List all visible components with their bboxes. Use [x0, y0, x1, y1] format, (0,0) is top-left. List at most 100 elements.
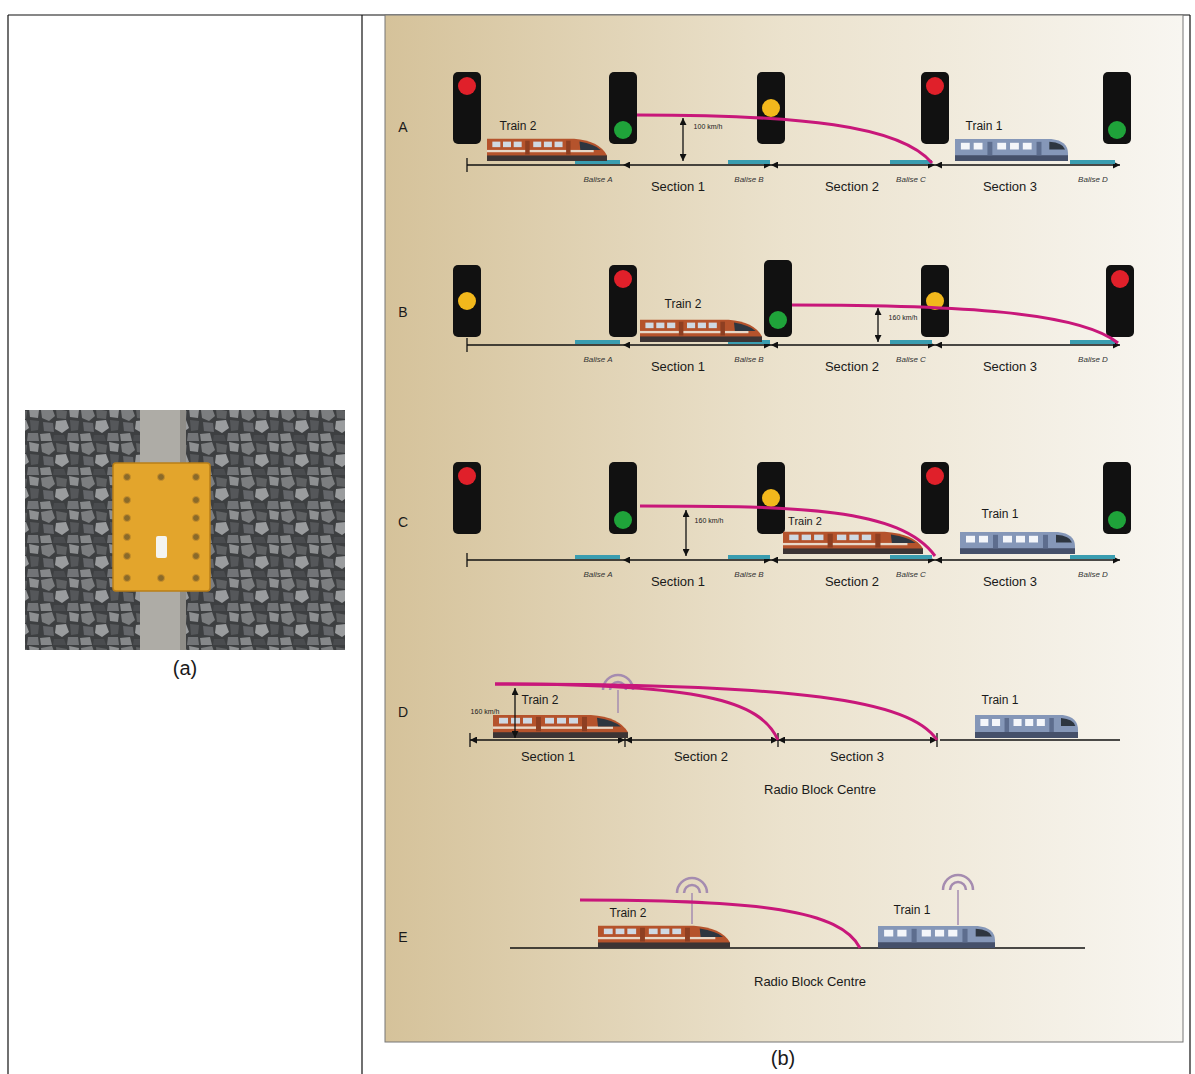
- radio-antenna: [957, 890, 959, 925]
- signals-row-b: [453, 265, 481, 337]
- signals-row-b: [614, 270, 632, 288]
- balise-label: Balise A: [583, 355, 612, 364]
- train-label: Train 1: [982, 694, 1019, 708]
- balise-photo: [124, 515, 131, 522]
- rbc-label: Radio Block Centre: [764, 783, 876, 798]
- rbc-label: Radio Block Centre: [754, 975, 866, 990]
- signals-row-a: [1108, 121, 1126, 139]
- signals-row-a: [614, 121, 632, 139]
- signals-row-b: [1111, 270, 1129, 288]
- signals-row-a: [757, 72, 785, 144]
- section-label: Section 2: [674, 750, 728, 765]
- speed-label: 160 km/h: [471, 708, 500, 716]
- section-label: Section 2: [825, 360, 879, 375]
- track-row-d: [625, 739, 778, 740]
- signals-row-a: [609, 72, 637, 144]
- section-label: Section 3: [983, 575, 1037, 590]
- row-letter: B: [398, 304, 407, 320]
- train-2: [493, 715, 628, 738]
- signals-row-c: [614, 511, 632, 529]
- balise-photo: [158, 575, 165, 582]
- radio-antenna: [950, 882, 966, 890]
- balise-photo: [193, 474, 200, 481]
- signals-row-c: [757, 462, 785, 534]
- balise-label: Balise A: [583, 570, 612, 579]
- train-1: [878, 926, 995, 948]
- balise-photo: [193, 575, 200, 582]
- track-row-b: [935, 344, 1120, 345]
- row-letter: E: [398, 929, 407, 945]
- balise-photo: [25, 410, 345, 650]
- train-label: Train 2: [665, 298, 702, 312]
- signals-row-c: [453, 462, 481, 534]
- track-row-a: [623, 164, 771, 165]
- train-label: Train 2: [500, 120, 537, 134]
- track-row-c: [623, 559, 771, 560]
- balise-photo: [124, 497, 131, 504]
- section-label: Section 2: [825, 180, 879, 195]
- balises-row-c: [575, 555, 620, 559]
- signals-row-b: [609, 265, 637, 337]
- balise-photo: [193, 497, 200, 504]
- signals-row-c: [609, 462, 637, 534]
- balise-photo: [25, 410, 345, 650]
- row-letter: D: [398, 704, 408, 720]
- balise-photo: [124, 553, 131, 560]
- balise-label: Balise D: [1078, 570, 1108, 579]
- signals-row-c: [1108, 511, 1126, 529]
- signals-row-b: [453, 260, 1134, 337]
- signals-row-c: [926, 467, 944, 485]
- subfigure-caption: (b): [771, 1047, 795, 1070]
- track-row-b: [623, 344, 771, 345]
- balises-row-b: [890, 340, 932, 344]
- track-row-b: [771, 344, 935, 345]
- signals-row-c: [458, 467, 476, 485]
- balise-photo: [124, 474, 200, 582]
- track-row-a: [935, 164, 1120, 165]
- track-row-e: [510, 947, 1085, 948]
- signals-row-c: [453, 462, 1131, 534]
- section-label: Section 1: [521, 750, 575, 765]
- balises-row-c: [1070, 555, 1115, 559]
- balise-label: Balise A: [583, 175, 612, 184]
- signals-row-b: [921, 265, 949, 337]
- radio-antenna: [691, 893, 693, 924]
- train-label: Train 1: [894, 904, 931, 918]
- radio-antenna: [677, 875, 973, 925]
- section-label: Section 1: [651, 180, 705, 195]
- track-row-b: [467, 338, 1120, 352]
- balise-label: Balise C: [896, 175, 926, 184]
- radio-antenna: [677, 878, 707, 893]
- balise-photo: [193, 553, 200, 560]
- table-frame: [7, 15, 8, 1074]
- speed-label: 100 km/h: [694, 123, 723, 131]
- train-2: [487, 139, 607, 161]
- row-letter: A: [398, 119, 407, 135]
- track-row-d: [778, 739, 937, 740]
- speed-label: 160 km/h: [695, 517, 724, 525]
- train-2: [640, 320, 762, 342]
- braking-curve: [580, 900, 860, 948]
- radio-antenna: [617, 690, 619, 713]
- balise-label: Balise D: [1078, 175, 1108, 184]
- signals-row-b: [769, 311, 787, 329]
- signals-row-a: [762, 99, 780, 117]
- section-label: Section 3: [983, 360, 1037, 375]
- train-label: Train 2: [522, 694, 559, 708]
- train-1: [955, 139, 1068, 161]
- signals-row-a: [1103, 72, 1131, 144]
- speed-arrow: [685, 510, 686, 556]
- balise-photo: [124, 575, 131, 582]
- balises-row-a: [890, 160, 932, 164]
- signals-row-c: [762, 489, 780, 507]
- radio-antenna: [943, 875, 973, 890]
- balise-label: Balise D: [1078, 355, 1108, 364]
- train-label: Train 2: [610, 907, 647, 921]
- balise-label: Balise B: [734, 570, 763, 579]
- subfigure-caption: (a): [173, 657, 197, 680]
- signals-row-a: [453, 72, 481, 144]
- track-row-b: [467, 344, 623, 345]
- radio-antenna: [684, 885, 700, 893]
